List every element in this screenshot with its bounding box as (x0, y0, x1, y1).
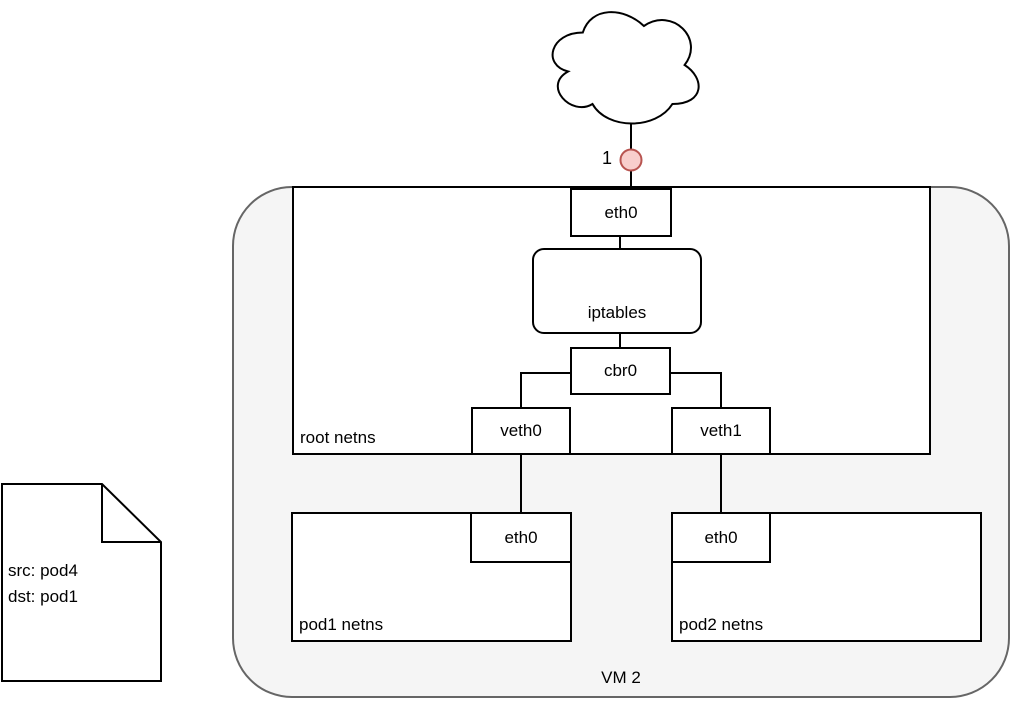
pod2-netns-label: pod2 netns (679, 615, 764, 634)
node-eth0-pod2-label: eth0 (704, 527, 738, 547)
hop-marker-dot (619, 148, 643, 172)
node-veth1: veth1 (671, 407, 771, 455)
node-cbr0: cbr0 (570, 347, 671, 395)
node-iptables-label: iptables (587, 303, 647, 322)
hop-marker-label: 1 (601, 148, 612, 168)
vm2-label: VM 2 (601, 668, 641, 687)
node-cbr0-label: cbr0 (603, 361, 638, 380)
node-iptables: iptables (532, 248, 702, 334)
packet-note-text: src: pod4 dst: pod1 (8, 558, 156, 610)
root-netns-label: root netns (300, 428, 376, 447)
node-veth0-label: veth0 (500, 421, 542, 440)
node-veth1-label: veth1 (700, 421, 742, 440)
pod1-netns-container: pod1 netns (291, 512, 572, 642)
node-eth0-pod1-label: eth0 (504, 527, 538, 547)
node-veth0: veth0 (471, 407, 571, 455)
node-eth0-pod2: eth0 (671, 512, 771, 563)
node-eth0-pod1: eth0 (470, 512, 572, 563)
packet-note-fold (101, 484, 161, 543)
packet-note-line-src: src: pod4 (8, 561, 78, 580)
pod1-netns-label: pod1 netns (299, 615, 384, 634)
packet-note-line-dst: dst: pod1 (8, 587, 78, 606)
internet-cloud-icon (551, 11, 700, 125)
node-eth0-root-label: eth0 (604, 202, 638, 222)
node-eth0-root: eth0 (570, 188, 672, 237)
